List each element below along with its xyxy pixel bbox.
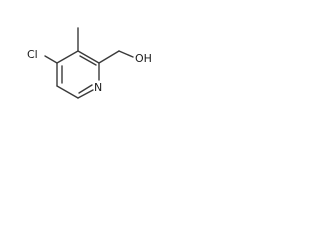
bond-c6-c5 — [56, 85, 79, 99]
bond-c4-c3 — [56, 50, 79, 64]
molecule-structure: Cl N OH — [27, 27, 152, 99]
nitrogen-label: N — [94, 81, 102, 94]
bond-ch2-o — [118, 50, 134, 58]
bond-c2-ch2 — [98, 50, 120, 64]
bond-c3-c2 — [77, 50, 100, 64]
bond-n-c6 — [77, 89, 94, 99]
bond-c4-cl — [44, 55, 58, 64]
hydroxyl-label: OH — [135, 52, 152, 65]
bond-n-c6-inner — [78, 84, 93, 94]
bond-c3-c2-inner — [79, 55, 97, 66]
chlorine-label: Cl — [27, 48, 38, 61]
